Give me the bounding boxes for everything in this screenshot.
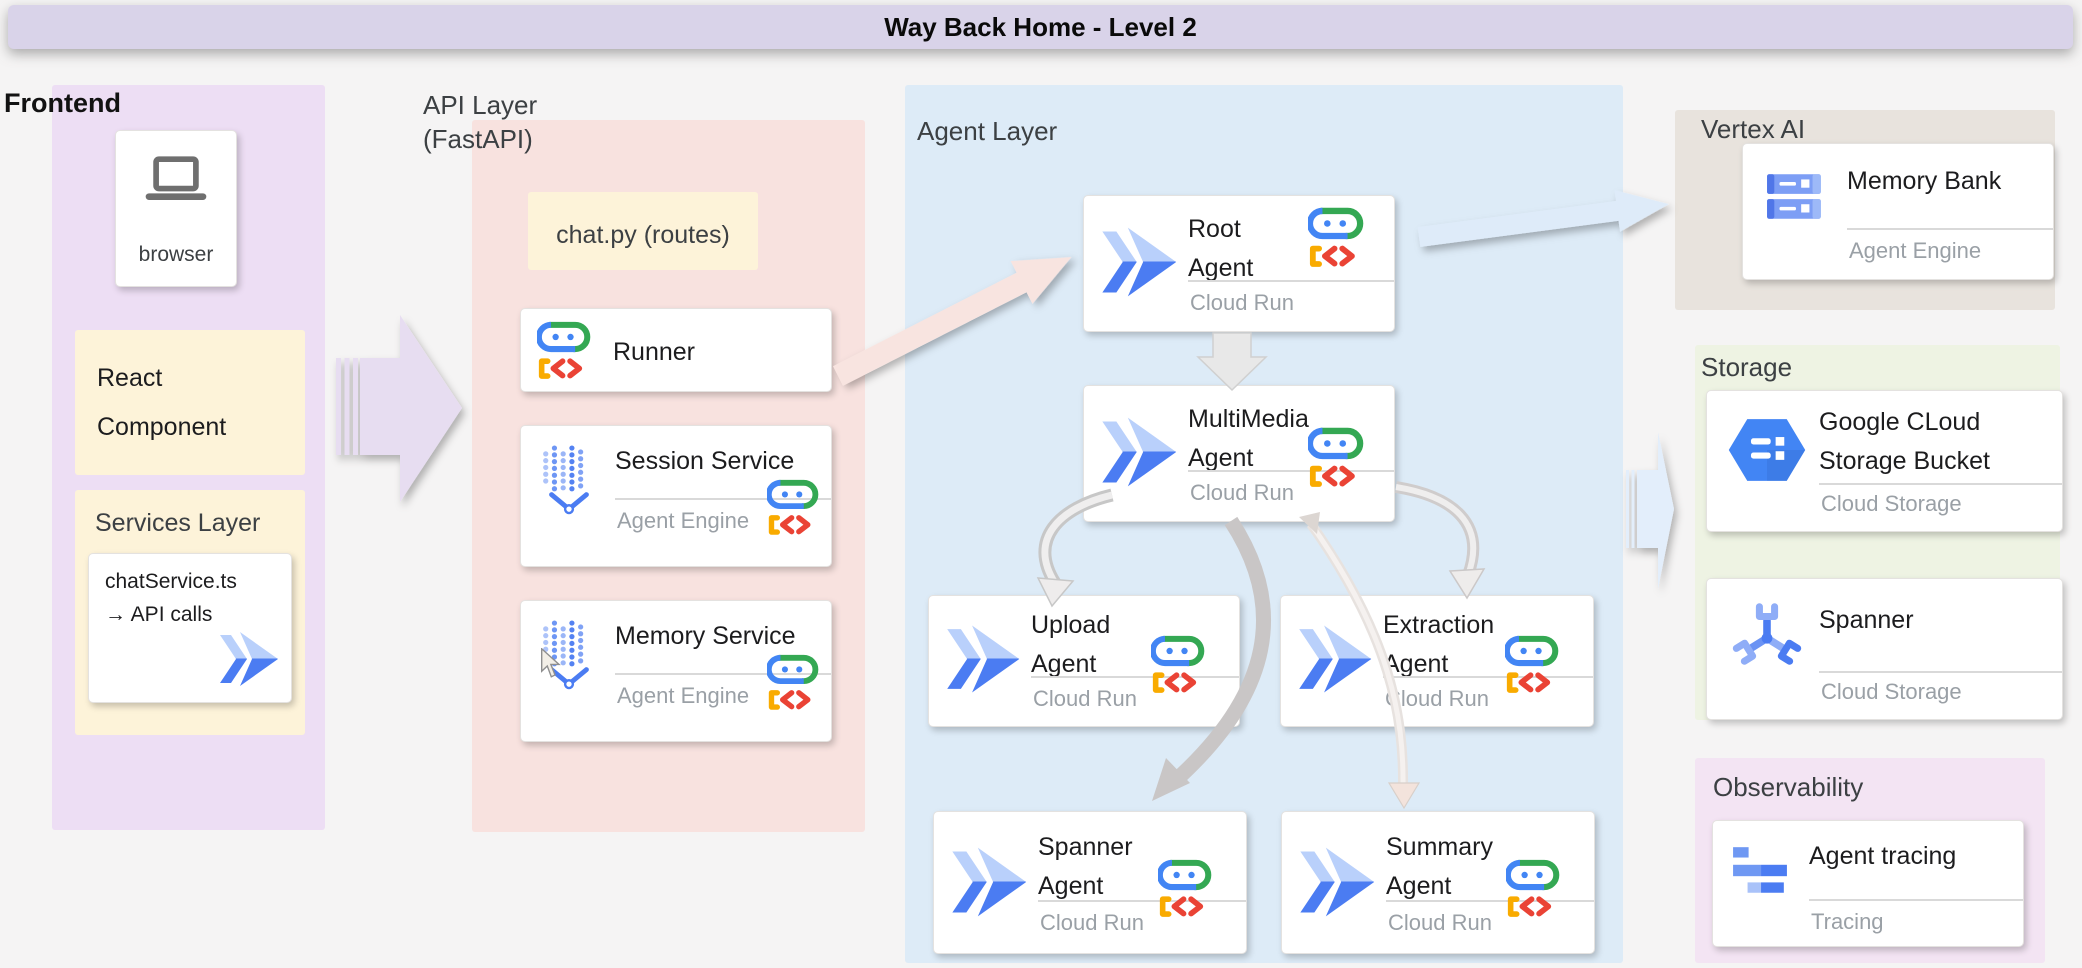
- card-title: MultiMedia Agent: [1188, 405, 1309, 472]
- adk-icon: [1308, 206, 1364, 268]
- adk-icon: [537, 320, 591, 380]
- card-title: Spanner Agent: [1038, 833, 1133, 900]
- memory-bank-icon: [1765, 172, 1827, 222]
- agent-arrows-icon: [941, 616, 1023, 702]
- divider: [1819, 483, 2062, 485]
- chat-py-label: chat.py (routes): [556, 221, 730, 249]
- platform-label: Cloud Run: [1190, 290, 1294, 315]
- spanner-agent-card: Spanner Agent Cloud Run: [933, 811, 1247, 954]
- card-title: Summary Agent: [1386, 833, 1493, 900]
- upload-agent-card: Upload Agent Cloud Run: [928, 595, 1240, 727]
- root-agent-card: Root Agent Cloud Run: [1083, 195, 1395, 332]
- page-title: Way Back Home - Level 2: [884, 11, 1197, 42]
- divider: [1188, 470, 1394, 472]
- cloud-storage-icon: [1725, 413, 1809, 487]
- divider: [1383, 676, 1593, 678]
- divider: [615, 673, 831, 675]
- runner-card: Runner: [520, 308, 832, 392]
- runner-title: Runner: [613, 338, 695, 366]
- chat-service-label: chatService.ts → API calls: [105, 570, 237, 626]
- divider: [1188, 280, 1394, 282]
- card-title: Extraction Agent: [1383, 611, 1495, 678]
- divider: [1819, 671, 2062, 673]
- divider: [615, 498, 831, 500]
- chat-service-card: chatService.ts → API calls: [88, 553, 292, 703]
- session-service-card: Session Service Agent Engine: [520, 425, 832, 567]
- spanner-card: Spanner Cloud Storage: [1706, 578, 2063, 720]
- browser-label: browser: [138, 243, 214, 266]
- platform-label: Agent Engine: [617, 508, 750, 533]
- card-title: Session Service: [615, 447, 795, 475]
- adk-icon: [767, 653, 819, 711]
- observability-label: Observability: [1713, 772, 1864, 802]
- platform-label: Cloud Storage: [1821, 679, 1962, 704]
- platform-label: Cloud Run: [1040, 910, 1144, 935]
- platform-label: Agent Engine: [1849, 238, 1982, 263]
- memory-service-card: Memory Service Agent Engine: [520, 600, 832, 742]
- extraction-agent-card: Extraction Agent Cloud Run: [1280, 595, 1594, 727]
- platform-label: Cloud Run: [1190, 480, 1294, 505]
- divider: [1809, 899, 2023, 901]
- agent-arrows-icon: [1096, 218, 1180, 306]
- platform-label: Cloud Run: [1388, 910, 1492, 935]
- adk-icon: [1505, 634, 1559, 694]
- chat-py-box: chat.py (routes): [528, 192, 758, 270]
- mouse-cursor-icon: [540, 648, 562, 679]
- agent-tracing-card: Agent tracing Tracing: [1712, 820, 2024, 947]
- agent-arrows-icon: [1096, 408, 1180, 496]
- multimedia-agent-card: MultiMedia Agent Cloud Run: [1083, 385, 1395, 522]
- platform-label: Cloud Storage: [1821, 491, 1962, 516]
- summary-agent-card: Summary Agent Cloud Run: [1281, 811, 1595, 954]
- adk-icon: [1158, 858, 1212, 918]
- platform-label: Cloud Run: [1385, 686, 1489, 711]
- agent-arrows-icon: [1293, 616, 1375, 702]
- card-title: Google CLoud Storage Bucket: [1819, 408, 1990, 475]
- divider: [1847, 228, 2053, 230]
- laptop-icon: [140, 155, 212, 207]
- card-title: Agent tracing: [1809, 842, 1957, 870]
- services-layer-label: Services Layer: [95, 509, 261, 537]
- react-component-label: React Component: [97, 364, 227, 441]
- platform-label: Agent Engine: [617, 683, 750, 708]
- card-title: Spanner: [1819, 606, 1914, 634]
- card-title: Memory Service: [615, 622, 796, 650]
- adk-icon: [767, 478, 819, 536]
- agent-to-storage-arrow: [1626, 432, 1674, 589]
- divider: [1031, 676, 1239, 678]
- gcs-bucket-card: Google CLoud Storage Bucket Cloud Storag…: [1706, 390, 2063, 532]
- adk-icon: [1506, 858, 1560, 918]
- memory-bank-card: Memory Bank Agent Engine: [1742, 143, 2054, 280]
- agent-engine-icon: [537, 619, 601, 695]
- agent-engine-icon: [537, 444, 601, 520]
- divider: [1038, 900, 1246, 902]
- title-bar: Way Back Home - Level 2: [8, 5, 2073, 49]
- spanner-icon: [1731, 597, 1803, 675]
- agent-arrows-icon: [946, 838, 1030, 926]
- agent-arrows-icon: [215, 624, 281, 694]
- storage-label: Storage: [1701, 352, 1793, 382]
- api-layer-label: API Layer (FastAPI): [423, 90, 538, 155]
- adk-icon: [1151, 634, 1205, 694]
- agent-arrows-icon: [1294, 838, 1378, 926]
- frontend-label: Frontend: [4, 88, 121, 118]
- trace-icon: [1731, 845, 1789, 897]
- vertex-ai-label: Vertex AI: [1701, 114, 1806, 144]
- agent-layer-label: Agent Layer: [917, 116, 1058, 146]
- card-title: Root Agent: [1188, 215, 1254, 282]
- card-title: Memory Bank: [1847, 167, 2002, 195]
- react-component-box: React Component: [75, 330, 305, 475]
- divider: [1386, 900, 1594, 902]
- card-title: Upload Agent: [1031, 611, 1111, 678]
- platform-label: Tracing: [1811, 909, 1884, 934]
- frontend-to-api-arrow: [336, 315, 462, 502]
- platform-label: Cloud Run: [1033, 686, 1137, 711]
- browser-card: browser: [115, 130, 237, 287]
- adk-icon: [1308, 426, 1364, 488]
